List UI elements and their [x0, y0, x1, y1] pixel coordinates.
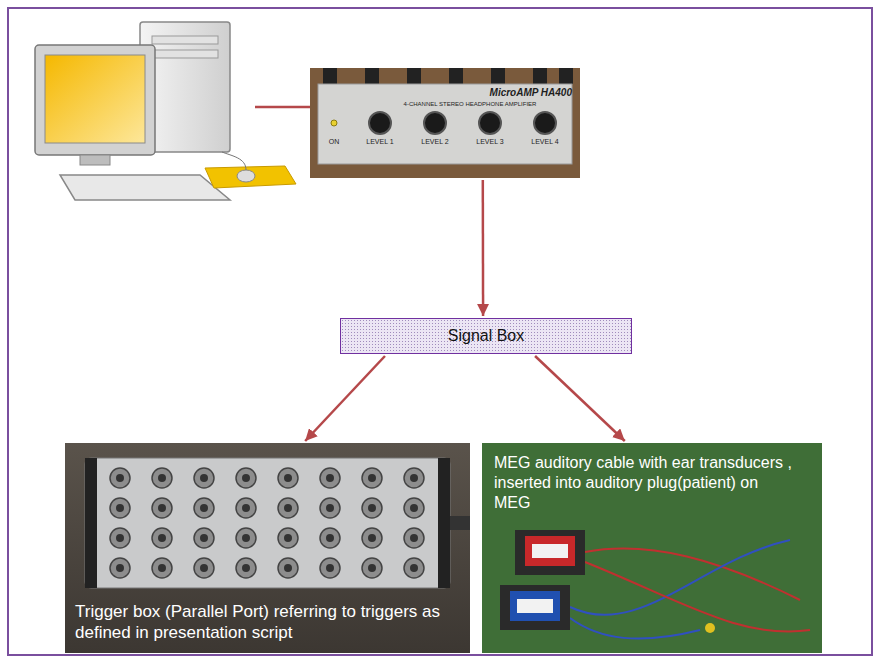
parallel-port-cable [450, 516, 470, 530]
jack [491, 68, 505, 84]
level-knob [534, 112, 556, 134]
brand-label: MicroAMP HA400 [450, 87, 572, 98]
mouse-cable [222, 152, 246, 170]
ear-transducer [515, 530, 585, 575]
end-cap [85, 458, 97, 588]
jack [559, 68, 573, 84]
computer-illustration [35, 22, 296, 200]
end-cap [438, 458, 450, 588]
jack [533, 68, 547, 84]
photo-ground [65, 443, 470, 653]
control-label: LEVEL 4 [520, 138, 570, 146]
box-label: Signal Box [448, 327, 525, 345]
frame-border [8, 8, 872, 655]
level-knob [424, 112, 446, 134]
photo-ground [482, 443, 822, 653]
monitor-stand [80, 155, 110, 165]
monitor-frame [35, 45, 155, 155]
photo-box: Trigger box (Parallel Port) referring to… [65, 443, 470, 653]
bnc-connectors [99, 463, 435, 583]
photo-ground [310, 68, 580, 178]
cable [570, 618, 700, 639]
level-knob [369, 112, 391, 134]
mouse-pad [205, 166, 296, 188]
drive-bay [152, 36, 218, 44]
model-label: 4-CHANNEL STEREO HEADPHONE AMPLIFIER [370, 101, 570, 108]
trigger-box-body [85, 458, 450, 588]
control-label: ON [322, 138, 346, 146]
photo-caption: MEG auditory cable with ear transducers … [494, 453, 794, 513]
control-label: LEVEL 3 [465, 138, 515, 146]
cable [585, 562, 810, 632]
amplifier-photo [310, 68, 580, 178]
mouse [237, 170, 255, 182]
cable [585, 549, 800, 600]
process-box: Signal Box [340, 318, 632, 354]
level-knob [479, 112, 501, 134]
transducer-label [510, 591, 560, 621]
jack [449, 68, 463, 84]
keyboard [60, 175, 230, 200]
photo-box: MEG auditory cable with ear transducers … [482, 443, 822, 653]
control-label: LEVEL 2 [410, 138, 460, 146]
transducer-label [532, 544, 568, 558]
trigger-box-photo [65, 443, 470, 653]
meg-cable-photo [482, 443, 822, 653]
amp-panel [318, 84, 572, 164]
amplifier-box: MicroAMP HA400 4-CHANNEL STEREO HEADPHONE… [310, 68, 580, 178]
jack [365, 68, 379, 84]
jack [323, 68, 337, 84]
transducer-label [517, 599, 553, 613]
transducer-label [525, 536, 575, 566]
monitor-screen [45, 55, 145, 143]
photo-caption: Trigger box (Parallel Port) referring to… [75, 601, 455, 644]
control-label: LEVEL 1 [355, 138, 405, 146]
power-led [331, 120, 337, 126]
jack [407, 68, 421, 84]
ear-transducer [500, 585, 570, 630]
flow-arrow [535, 356, 625, 441]
ear-plug [705, 623, 715, 633]
flow-arrow [305, 356, 385, 441]
flow-arrow [482, 180, 485, 316]
drive-bay [152, 50, 218, 58]
